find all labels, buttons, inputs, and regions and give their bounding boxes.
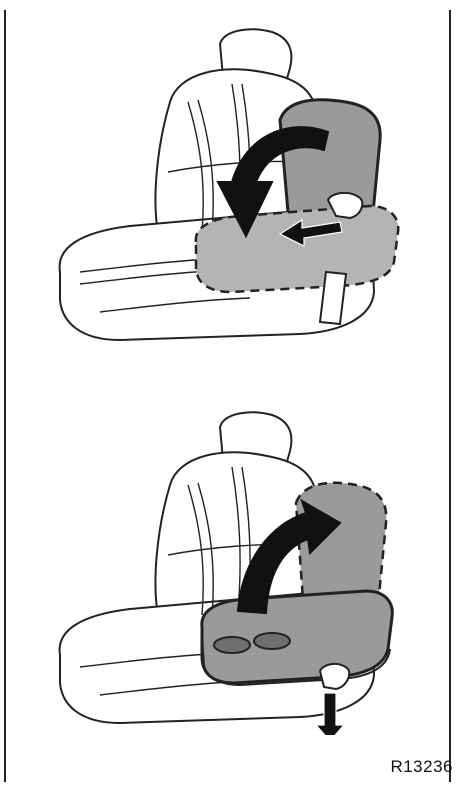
release-lever [320,664,349,689]
panel-fold-down [10,22,430,352]
frame-right-edge [449,10,451,782]
console-lowered-outline [196,206,398,292]
seat-fold-down-illustration [10,22,430,352]
cup-holder-left [214,637,250,653]
panel-fold-up [10,405,430,735]
seat-fold-up-illustration [10,405,430,735]
cup-holder-right [254,633,290,649]
reference-code: R13236 [390,757,453,777]
